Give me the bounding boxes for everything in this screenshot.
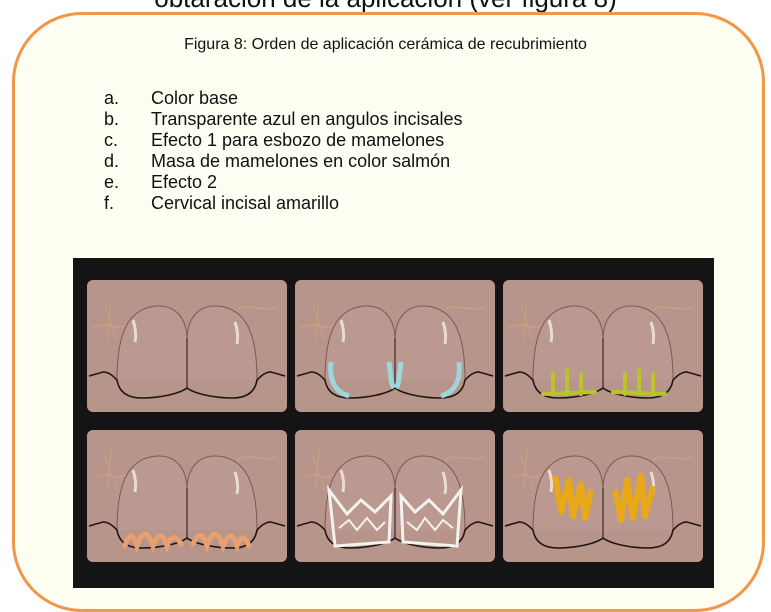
application-steps-list: a. Color base b. Transparente azul en angu… xyxy=(104,88,463,214)
step-letter: d. xyxy=(104,151,120,171)
step-letter: a. xyxy=(104,88,120,108)
step-letter: b. xyxy=(104,109,120,129)
step-text: Masa de mamelones en color salmón xyxy=(151,151,451,171)
step-text: Cervical incisal amarillo xyxy=(151,193,340,213)
panel-effect-two xyxy=(293,428,497,564)
figure-title: Figura 8: Orden de aplicación cerámica d… xyxy=(184,36,587,53)
step-letter: f. xyxy=(104,193,115,213)
step-letter: e. xyxy=(104,172,120,192)
ceramic-layering-photo xyxy=(73,258,714,588)
step-text: Efecto 1 para esbozo de mamelones xyxy=(151,130,445,150)
step-item: a. Color base xyxy=(104,88,463,109)
step-text: Color base xyxy=(151,88,239,108)
step-item: e. Efecto 2 xyxy=(104,172,463,193)
cut-header-text: obtaración de la aplicación (ver figura … xyxy=(0,0,771,13)
ceramic-layering-illustration xyxy=(85,278,705,564)
step-item: b. Transparente azul en angulos incisales xyxy=(104,109,463,130)
step-text: Transparente azul en angulos incisales xyxy=(151,109,463,129)
step-item: f. Cervical incisal amarillo xyxy=(104,193,463,214)
panel-blue-translucent xyxy=(293,278,497,414)
panel-salmon-mass xyxy=(85,428,289,564)
panel-effect-mamelons xyxy=(501,278,705,414)
panel-cervical-yellow xyxy=(501,428,705,564)
panel-base-color xyxy=(85,278,289,414)
step-item: d. Masa de mamelones en color salmón xyxy=(104,151,463,172)
step-letter: c. xyxy=(104,130,119,150)
step-text: Efecto 2 xyxy=(151,172,218,192)
step-item: c. Efecto 1 para esbozo de mamelones xyxy=(104,130,463,151)
